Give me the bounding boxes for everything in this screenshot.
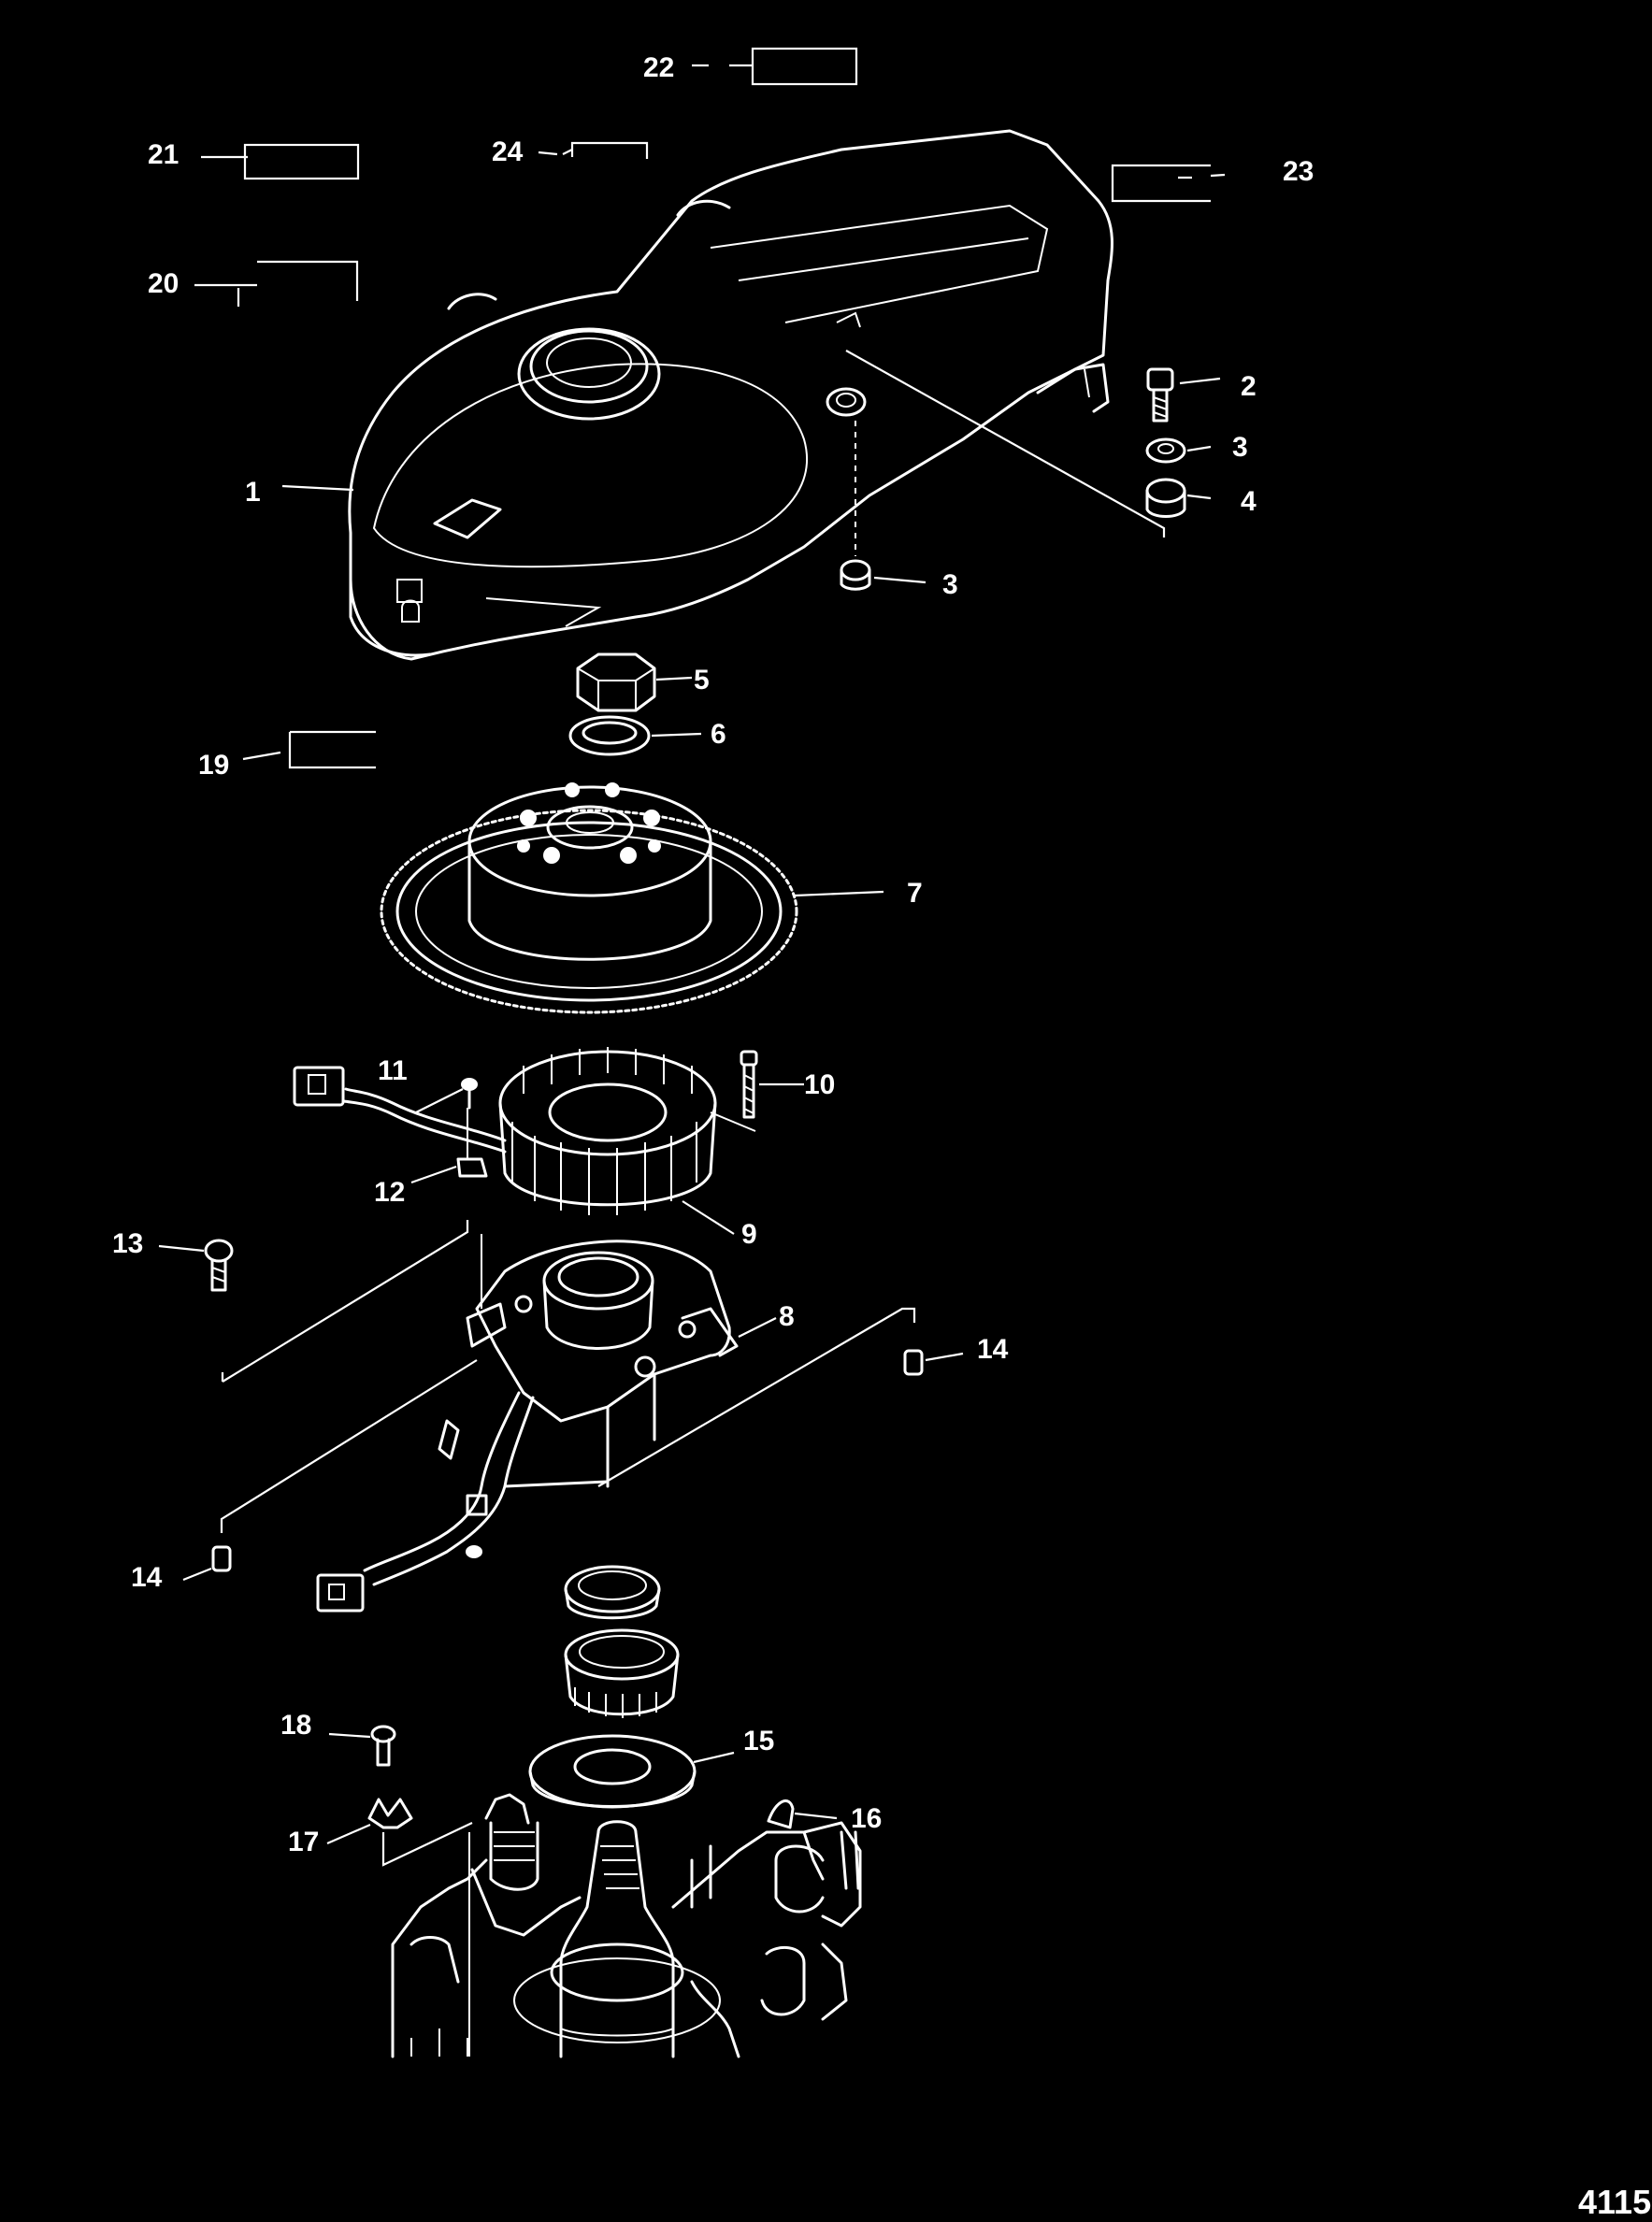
label-box-19 — [288, 730, 376, 769]
sleeve-14-right — [903, 1349, 924, 1376]
callout-3-lower: 3 — [942, 569, 958, 600]
callout-19: 19 — [198, 750, 229, 781]
callout-13: 13 — [112, 1228, 143, 1259]
callout-8: 8 — [779, 1301, 795, 1332]
callout-leaders — [158, 64, 1226, 1845]
trigger-assembly — [466, 1234, 739, 1488]
label-boxes — [243, 47, 1211, 769]
label-box-20 — [257, 260, 359, 301]
assembly-line-14-left — [220, 1359, 478, 1533]
sleeve-14-left — [211, 1545, 232, 1572]
clamp-12 — [456, 1108, 488, 1178]
flywheel — [380, 782, 798, 1014]
label-box-23 — [1111, 164, 1211, 203]
callout-24: 24 — [492, 136, 524, 167]
callout-6: 6 — [711, 719, 726, 750]
flywheel-nut — [576, 652, 656, 712]
flywheel-cover — [348, 129, 1113, 661]
key-16 — [767, 1799, 795, 1829]
label-box-24 — [570, 141, 649, 159]
screw-18 — [370, 1725, 396, 1767]
callout-5: 5 — [694, 665, 710, 695]
callout-18: 18 — [280, 1710, 311, 1741]
assembly-line-14-right — [597, 1307, 916, 1487]
callout-14-left: 14 — [131, 1562, 163, 1593]
callout-1: 1 — [245, 477, 261, 508]
callout-21: 21 — [148, 139, 179, 170]
retainer-15 — [528, 1734, 697, 1809]
label-box-22 — [751, 47, 858, 86]
callout-12: 12 — [374, 1177, 405, 1208]
callout-17: 17 — [288, 1827, 319, 1857]
screw-2 — [1146, 367, 1174, 423]
collar — [564, 1565, 661, 1620]
assembly-line-4 — [845, 350, 1166, 538]
callout-22: 22 — [643, 52, 674, 83]
callout-23: 23 — [1283, 156, 1314, 187]
callout-11: 11 — [378, 1055, 408, 1086]
flywheel-washer — [568, 715, 651, 756]
assembly-line-13 — [221, 1220, 469, 1383]
stator-harness — [293, 1066, 507, 1154]
callout-2: 2 — [1241, 371, 1257, 402]
grommet-4 — [1145, 478, 1186, 518]
washer-3 — [1145, 437, 1186, 464]
callout-15: 15 — [743, 1726, 774, 1756]
callout-7: 7 — [907, 878, 923, 909]
gear-sleeve — [564, 1628, 680, 1718]
trigger-harness — [316, 1391, 610, 1613]
figure-number: 4115 — [1578, 2183, 1651, 2221]
callout-3-upper: 3 — [1232, 432, 1248, 463]
powerhead — [391, 1793, 862, 2058]
clip-17 — [367, 1798, 413, 1829]
callout-9: 9 — [741, 1219, 757, 1250]
callout-10: 10 — [804, 1069, 835, 1100]
callout-14-right: 14 — [977, 1334, 1009, 1365]
assembly-line-17 — [381, 1822, 473, 1867]
callout-20: 20 — [148, 268, 179, 299]
callout-numbers: 1 2 3 4 3 5 6 7 8 9 10 11 12 13 14 14 15… — [112, 52, 1314, 1857]
label-box-21 — [243, 143, 360, 180]
screw-11 — [461, 1078, 478, 1110]
screw-13 — [204, 1239, 234, 1292]
callout-16: 16 — [851, 1803, 882, 1834]
callout-4: 4 — [1241, 486, 1257, 517]
stator — [498, 1047, 756, 1215]
screw-10 — [740, 1050, 758, 1119]
bushing-lower — [840, 559, 871, 591]
